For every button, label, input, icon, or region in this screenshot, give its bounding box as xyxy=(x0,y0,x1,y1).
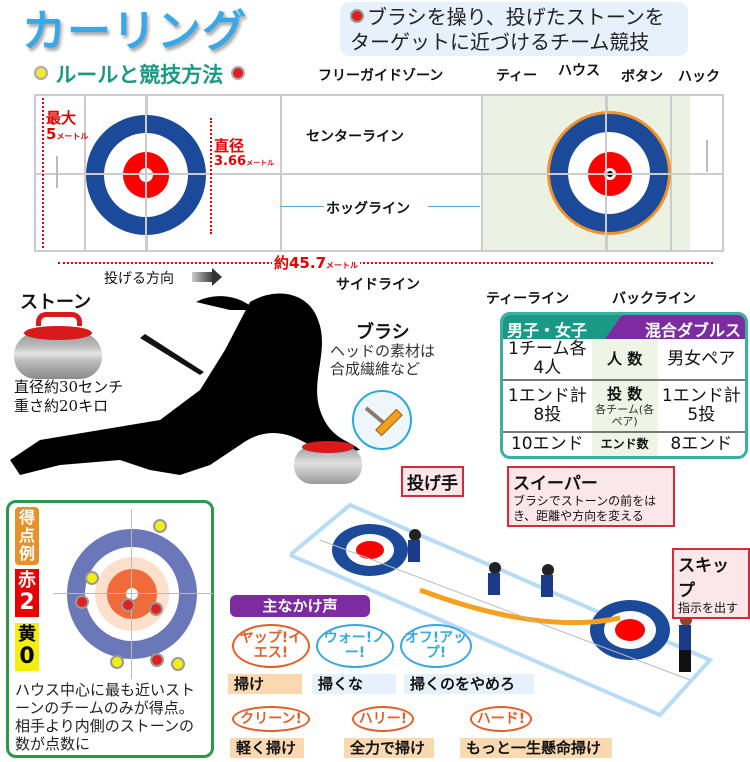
section-title-text: ルールと競技方法 xyxy=(55,63,224,87)
diameter-label: 直径 3.66メートル xyxy=(214,137,275,169)
stone-bullet-icon xyxy=(350,9,364,23)
sweeper-label: スイーパー ブラシでストーンの前をはき、距離や方向を変える xyxy=(507,466,675,527)
red-stone-icon xyxy=(230,66,245,80)
call-bubble: ウォー!ノー! xyxy=(316,624,394,668)
hack-marker xyxy=(706,140,708,172)
call-bubble: ヤップ!イエス! xyxy=(232,624,310,668)
thrower-silhouette xyxy=(10,293,360,475)
label-center-line: センターライン xyxy=(306,129,404,145)
cell-left: 1エンド計8投 xyxy=(507,386,587,425)
diameter-arrow xyxy=(210,118,212,234)
yellow-stone-icon xyxy=(110,655,124,669)
header-men-women: 男子・女子 xyxy=(503,315,621,340)
brush-icon xyxy=(352,390,412,450)
label-button: ボタン xyxy=(621,69,663,85)
label-free-guard-zone: フリーガイドゾーン xyxy=(318,68,444,84)
yellow-stone-icon xyxy=(34,66,48,80)
call-bubble: ハード! xyxy=(470,706,532,732)
table-row: 1エンド計8投 投 数各チーム(各ペア) 1エンド計5投 xyxy=(503,380,745,432)
label-back-line: バックライン xyxy=(612,291,696,307)
rules-table: 男子・女子 混合ダブルス 1チーム各4人 人 数 男女ペア 1エンド計8投 投 … xyxy=(500,312,748,459)
red-stone-icon xyxy=(150,653,164,667)
stone-title: ストーン xyxy=(20,292,92,313)
header-mixed-doubles: 混合ダブルス xyxy=(605,315,745,339)
cell-mid: 人 数 xyxy=(591,339,658,380)
stone-icon xyxy=(14,333,102,379)
label-tee-line: ティーライン xyxy=(486,291,570,307)
call-bubble: ハリー! xyxy=(352,706,414,732)
cell-left: 10エンド xyxy=(510,434,584,454)
yellow-stone-icon xyxy=(171,657,185,671)
brush-desc: ヘッドの素材は 合成繊維など xyxy=(330,342,436,378)
label-tee: ティー xyxy=(496,68,538,84)
thrower-label: 投げ手 xyxy=(401,466,464,497)
table-row: 1チーム各4人 人 数 男女ペア xyxy=(503,339,745,380)
cell-right: 8エンド xyxy=(670,434,733,454)
width-arrow xyxy=(42,98,44,248)
cell-mid: 投 数各チーム(各ペア) xyxy=(591,380,658,432)
call-meaning: 掃くのをやめろ xyxy=(404,674,534,694)
label-hog-line: ホッグライン xyxy=(326,201,410,217)
label-side-line: サイドライン xyxy=(336,277,420,293)
call-meaning: 掃くな xyxy=(312,674,396,694)
label-house: ハウス xyxy=(558,63,600,79)
stone-specs: 直径約30センチ 重さ約20キロ xyxy=(14,378,124,415)
page-title: カーリング xyxy=(22,6,247,57)
call-meaning: 全力で掃け xyxy=(344,738,434,758)
tagline-line1: ブラシを操り、投げたストーンを xyxy=(367,5,665,29)
curling-sheet-diagram: センターライン ホッグライン 最大 5メートル 直径 3.66メートル xyxy=(34,94,724,252)
red-stone-icon xyxy=(121,598,135,612)
length-arrow xyxy=(58,262,713,264)
call-bubble: クリーン! xyxy=(232,706,310,732)
perspective-sheet xyxy=(290,502,714,718)
brush-title: ブラシ xyxy=(356,322,410,343)
calls-title: 主なかけ声 xyxy=(230,595,370,617)
direction-arrow-icon xyxy=(192,272,214,282)
call-meaning: 掃け xyxy=(228,674,302,694)
cell-right: 1エンド計5投 xyxy=(661,386,741,425)
scoring-desc: ハウス中心に最も近いストーンのチームのみが得点。相手より内側のストーンの数が点数… xyxy=(15,681,196,753)
call-bubble: オフ!アップ! xyxy=(400,624,472,668)
tagline-line2: ターゲットに近づけるチーム競技 xyxy=(350,30,650,54)
skip-label: スキップ 指示を出す xyxy=(672,548,750,619)
call-meaning: 軽く掃け xyxy=(230,738,304,758)
length-label: 約45.7メートル xyxy=(272,252,361,273)
stone-handle-icon xyxy=(36,312,82,326)
label-hack: ハック xyxy=(678,69,720,85)
table-row: 10エンド エンド数 8エンド xyxy=(503,432,745,456)
section-title: ルールと競技方法 xyxy=(34,62,245,88)
tagline: ブラシを操り、投げたストーンを ターゲットに近づけるチーム競技 xyxy=(340,2,688,56)
yellow-stone-icon xyxy=(85,571,99,585)
cell-mid: エンド数 xyxy=(591,432,658,456)
red-stone-icon xyxy=(75,595,89,609)
width-label: 最大 5メートル xyxy=(46,109,89,143)
yellow-stone-icon xyxy=(153,519,167,533)
scoring-tag: 得点例 xyxy=(15,507,39,565)
red-stone-icon xyxy=(149,602,163,616)
cell-right: 男女ペア xyxy=(667,348,736,369)
throw-direction-label: 投げる方向 xyxy=(104,271,174,287)
call-meaning: もっと一生懸命掃け xyxy=(460,738,612,758)
cell-left: 1チーム各4人 xyxy=(508,339,587,378)
